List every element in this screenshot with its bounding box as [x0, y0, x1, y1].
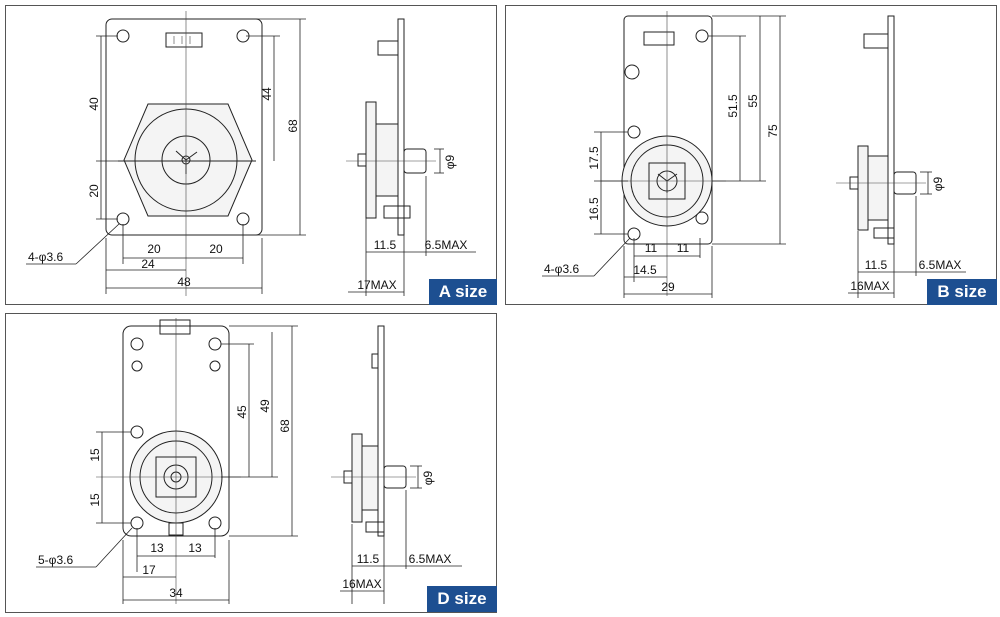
b-dim-29: 29: [661, 280, 675, 294]
d-mount-hole: [208, 516, 222, 530]
a-dim-phi9: φ9: [443, 154, 457, 169]
a-mount-hole: [116, 29, 130, 43]
d-mount-hole: [130, 337, 144, 351]
panel-b-size: 17.5 16.5 51.5 55 75 11 11 14.5 29 4-φ3.…: [505, 5, 997, 305]
a-dim-11-5: 11.5: [374, 238, 397, 252]
b-mount-hole: [695, 211, 709, 225]
panel-a-drawing: 40 20 44 68 20 20 24 48 4-φ3.6: [26, 11, 476, 296]
a-dim-20v: 20: [87, 184, 101, 198]
b-front-plate: [623, 15, 713, 245]
b-dim-16-5: 16.5: [587, 197, 601, 221]
b-holes-label: 4-φ3.6: [544, 262, 579, 276]
b-dim-14-5: 14.5: [633, 263, 657, 277]
panel-d-drawing: 15 15 45 49 68 13 13 17 34 5-φ3.6: [36, 318, 462, 604]
a-dim-20-left: 20: [147, 242, 161, 256]
panel-b-drawing: 17.5 16.5 51.5 55 75 11 11 14.5 29 4-φ3.…: [542, 11, 966, 298]
a-dim-68: 68: [286, 119, 300, 133]
b-mount-hole: [695, 29, 709, 43]
b-dim-51-5: 51.5: [726, 94, 740, 118]
d-dim-13-right: 13: [188, 541, 202, 555]
d-mount-hole: [130, 516, 144, 530]
panel-d-size: 15 15 45 49 68 13 13 17 34 5-φ3.6: [5, 313, 497, 613]
b-dim-11-right: 11: [677, 241, 690, 255]
d-dim-11-5: 11.5: [357, 552, 380, 566]
d-dim-16max: 16MAX: [342, 577, 381, 591]
b-connector: [643, 31, 675, 46]
a-holes-label: 4-φ3.6: [28, 250, 63, 264]
d-dim-6-5max: 6.5MAX: [409, 552, 452, 566]
d-dim-17: 17: [142, 563, 156, 577]
a-front-plate: [105, 18, 263, 236]
b-dim-11-5: 11.5: [865, 258, 888, 272]
d-size-badge: D size: [427, 586, 497, 612]
d-holes-label: 5-φ3.6: [38, 553, 73, 567]
b-dim-17-5: 17.5: [587, 146, 601, 170]
d-side-plate: [377, 325, 385, 537]
a-mount-hole: [236, 212, 250, 226]
a-dim-44: 44: [260, 87, 274, 101]
a-dim-40: 40: [87, 97, 101, 111]
a-side-flange: [365, 101, 377, 219]
d-dim-49: 49: [258, 399, 272, 413]
d-dim-15-top: 15: [88, 448, 102, 462]
panel-a-size: 40 20 44 68 20 20 24 48 4-φ3.6: [5, 5, 497, 305]
a-hex-body: [123, 103, 253, 217]
a-side-plate: [397, 18, 405, 236]
b-size-badge: B size: [927, 279, 997, 305]
a-connector: [165, 32, 203, 48]
d-dim-45: 45: [235, 405, 249, 419]
d-dim-phi9: φ9: [421, 470, 435, 485]
b-dim-phi9: φ9: [931, 176, 945, 191]
a-dim-17max: 17MAX: [357, 278, 396, 292]
a-dim-20-right: 20: [209, 242, 223, 256]
b-dim-55: 55: [746, 94, 760, 108]
b-side-flange: [857, 145, 869, 231]
b-dim-11-left: 11: [645, 241, 658, 255]
a-dim-48: 48: [177, 275, 191, 289]
b-side-plate: [887, 15, 895, 245]
d-dim-15-bottom: 15: [88, 493, 102, 507]
d-side-flange: [351, 433, 363, 523]
d-connector: [159, 319, 191, 335]
b-dim-75: 75: [766, 124, 780, 138]
b-dim-16max: 16MAX: [850, 279, 889, 293]
b-mount-hole: [627, 125, 641, 139]
d-mount-hole: [130, 425, 144, 439]
b-dim-6-5max: 6.5MAX: [919, 258, 962, 272]
d-dim-13-left: 13: [150, 541, 164, 555]
d-dim-68: 68: [278, 419, 292, 433]
d-mount-hole: [208, 337, 222, 351]
a-dim-24: 24: [141, 257, 155, 271]
a-dim-6-5max: 6.5MAX: [425, 238, 468, 252]
d-dim-34: 34: [169, 586, 183, 600]
a-mount-hole: [116, 212, 130, 226]
a-size-badge: A size: [429, 279, 497, 305]
